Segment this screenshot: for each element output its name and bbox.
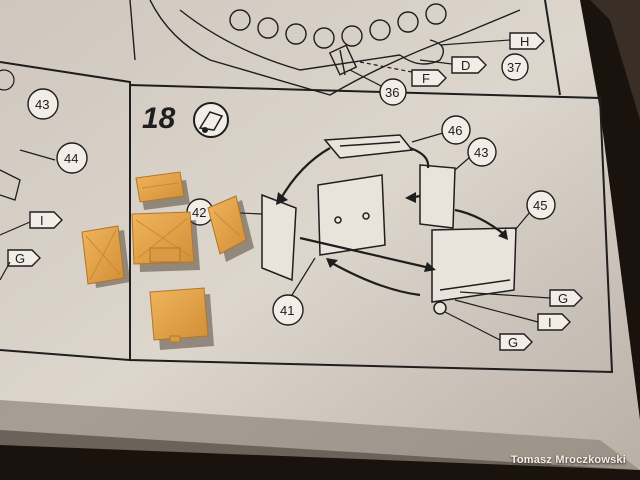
flag-g-right-1-label: G (558, 291, 568, 306)
callout-41-label: 41 (280, 303, 294, 318)
part-46-drawing (323, 134, 414, 159)
part-41-drawing (317, 174, 386, 256)
top-panel-border (544, 0, 561, 96)
part-45-drawing (431, 227, 517, 303)
callout-41 (272, 294, 304, 326)
flag-g-right-2 (499, 333, 533, 351)
flag-g-left-label: G (15, 251, 25, 266)
callout-45 (526, 190, 556, 220)
flag-g-right-1 (549, 289, 583, 307)
callout-43-left-label: 43 (35, 97, 49, 112)
plastic-parts (81, 171, 254, 350)
flag-f (411, 69, 447, 87)
plastic-part-small-box (135, 171, 190, 210)
assembly-drawing (261, 134, 517, 315)
callout-37-label: 37 (507, 60, 521, 75)
plastic-part-left-panel (81, 225, 130, 288)
flag-g-right-2-label: G (508, 335, 518, 350)
part-42-drawing (261, 193, 297, 282)
flag-g-left (7, 249, 41, 267)
callout-45-label: 45 (533, 198, 547, 213)
top-callouts: H D 37 F 36 (349, 32, 545, 106)
callout-37 (501, 53, 529, 81)
callout-42-label: 42 (192, 205, 206, 220)
glue-icon (193, 102, 229, 138)
callout-46-label: 46 (448, 123, 462, 138)
callout-36-label: 36 (385, 85, 399, 100)
callout-43-step-label: 43 (474, 145, 488, 160)
flag-i-left-label: I (40, 213, 44, 228)
callout-43-left (27, 88, 59, 120)
step-number: 18 (142, 102, 176, 135)
page-edge-stack (590, 0, 640, 120)
plastic-part-center-box (131, 211, 200, 272)
assembly-arrows (276, 146, 508, 297)
page-edge-bottom (0, 400, 640, 470)
flag-i-left (29, 211, 63, 229)
callout-44 (56, 142, 88, 174)
step-callouts: 46 43 45 42 41 G I G (186, 115, 583, 351)
left-panel: 43 44 I G (0, 69, 88, 281)
callout-44-label: 44 (64, 151, 78, 166)
flag-i-right (537, 313, 571, 331)
callout-36 (379, 78, 407, 106)
flag-d-label: D (461, 58, 470, 73)
callout-43-step (467, 137, 497, 167)
flag-d (451, 56, 487, 74)
flag-f-label: F (422, 71, 430, 86)
left-panel-border (0, 61, 131, 362)
flag-i-right-label: I (548, 315, 552, 330)
callout-46 (441, 115, 471, 145)
part-43-drawing (419, 164, 456, 229)
photo-credit: Tomasz Mroczkowski (510, 454, 626, 466)
tank-track-drawing (129, 0, 521, 96)
plastic-part-flat-plate (149, 287, 214, 350)
flag-h-label: H (520, 34, 529, 49)
plastic-part-side-panel (207, 195, 254, 262)
flag-h (509, 32, 545, 50)
